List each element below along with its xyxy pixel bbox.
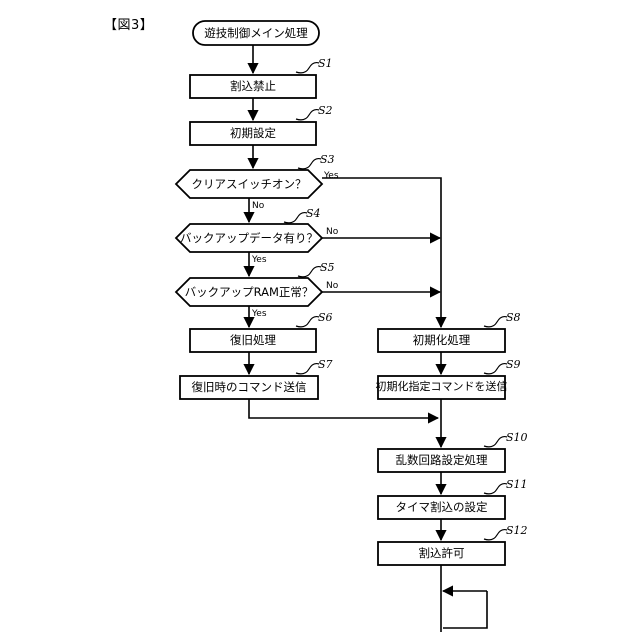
node-s9-shape xyxy=(377,375,506,400)
leader-s1 xyxy=(295,61,320,74)
edge-s3-yes-to-s8 xyxy=(322,177,447,329)
step-tag-s8: S8 xyxy=(506,311,521,324)
step-tag-s10: S10 xyxy=(506,431,528,444)
node-s1-shape xyxy=(189,74,317,99)
node-s10-shape xyxy=(377,448,506,473)
step-tag-s5: S5 xyxy=(320,261,335,274)
leader-s7 xyxy=(295,362,320,375)
node-s7-shape xyxy=(179,375,319,400)
edge-label-s5-yes: Yes xyxy=(252,309,267,319)
node-s11-shape xyxy=(377,495,506,520)
edge-s7-to-merge xyxy=(248,399,440,424)
figure-number-label: 【図3】 xyxy=(104,18,154,33)
leader-s11 xyxy=(483,482,508,495)
edge-loop-back xyxy=(443,591,488,629)
edge-label-s4-yes: Yes xyxy=(252,255,267,265)
node-s4-shape xyxy=(174,223,324,253)
leader-s4 xyxy=(283,211,308,224)
edge-label-s3-no: No xyxy=(252,201,265,211)
node-s6-shape xyxy=(189,328,317,353)
leader-s9 xyxy=(483,362,508,375)
leader-s6 xyxy=(295,315,320,328)
edge-label-s5-no: No xyxy=(326,281,339,291)
node-s3-shape xyxy=(174,169,324,199)
node-s8-shape xyxy=(377,328,506,353)
leader-s2 xyxy=(295,108,320,121)
step-tag-s7: S7 xyxy=(318,358,333,371)
step-tag-s4: S4 xyxy=(306,207,321,220)
edge-label-s4-no: No xyxy=(326,227,339,237)
edge-label-s3-yes: Yes xyxy=(324,171,339,181)
leader-s5 xyxy=(297,265,322,278)
step-tag-s9: S9 xyxy=(506,358,521,371)
leader-s3 xyxy=(297,157,322,170)
node-s5-shape xyxy=(174,277,324,307)
step-tag-s3: S3 xyxy=(320,153,335,166)
leader-s12 xyxy=(483,528,508,541)
step-tag-s11: S11 xyxy=(506,478,528,491)
node-s2-shape xyxy=(189,121,317,146)
node-s12-shape xyxy=(377,541,506,566)
step-tag-s6: S6 xyxy=(318,311,333,324)
leader-s10 xyxy=(483,435,508,448)
step-tag-s2: S2 xyxy=(318,104,333,117)
step-tag-s1: S1 xyxy=(318,57,333,70)
node-start-shape xyxy=(192,20,320,46)
step-tag-s12: S12 xyxy=(506,524,528,537)
leader-s8 xyxy=(483,315,508,328)
